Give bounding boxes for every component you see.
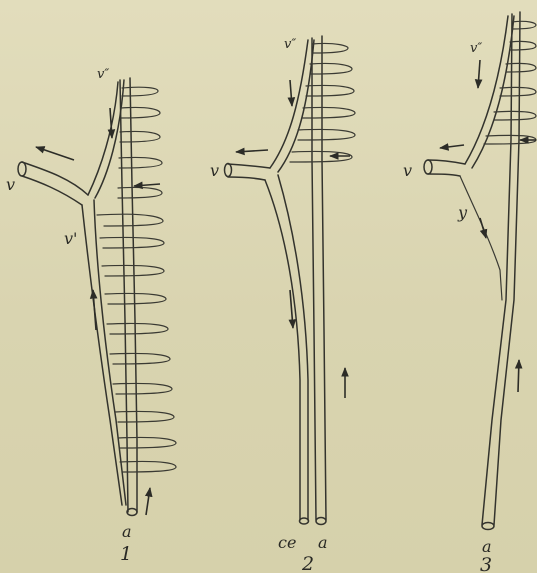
fig2-vein-outlet-top bbox=[228, 164, 270, 168]
fig2-vein-double-prime bbox=[270, 40, 308, 168]
fig3-arrow-artery-up bbox=[518, 360, 519, 392]
fig3-label-y: y bbox=[457, 203, 468, 222]
fig2-label-v: v bbox=[210, 161, 219, 180]
fig1-arrow-artery-up bbox=[146, 488, 150, 515]
fig2-label-ce: ce bbox=[278, 533, 296, 552]
fig3-arrow-outflow bbox=[440, 145, 464, 148]
figure-3: v v″ y a 3 bbox=[403, 12, 536, 573]
fig1-vein-double-prime bbox=[88, 82, 118, 195]
fig2-vein-opening bbox=[225, 164, 232, 177]
fig1-vein-outlet-bottom bbox=[22, 176, 82, 205]
fig1-label-v-double-prime: v″ bbox=[97, 67, 109, 82]
fig2-arrow-ce-down bbox=[290, 290, 293, 328]
fig1-label-v-prime: v' bbox=[64, 229, 77, 248]
fig1-artery-tube bbox=[120, 80, 128, 512]
fig2-number: 2 bbox=[301, 553, 314, 573]
fig1-vein-prime bbox=[82, 205, 122, 505]
fig2-arrow-outflow bbox=[236, 150, 268, 152]
fig2-ce-opening bbox=[300, 518, 309, 524]
figure-1: v v' v″ a 1 bbox=[6, 67, 176, 565]
fig3-y-vessel bbox=[460, 176, 502, 300]
fig1-arrow-up bbox=[93, 290, 96, 330]
fig1-number: 1 bbox=[120, 543, 132, 565]
fig3-arrow-down bbox=[478, 60, 480, 88]
fig2-arrow-down bbox=[290, 80, 292, 106]
fig2-artery-tube-inner bbox=[322, 36, 326, 520]
fig2-ce-vessel-inner bbox=[278, 175, 308, 520]
fig2-artery-opening bbox=[316, 518, 326, 525]
fig2-ce-vessel bbox=[265, 180, 300, 520]
fig2-label-a: a bbox=[318, 533, 328, 552]
fig1-label-v: v bbox=[6, 175, 15, 194]
fig3-number: 3 bbox=[480, 554, 492, 573]
figure-2: v v″ ce a 2 bbox=[210, 36, 355, 573]
fig3-artery-tube bbox=[482, 14, 512, 525]
fig3-arrow-y-double bbox=[480, 218, 486, 238]
fig2-vein-outlet-bottom bbox=[228, 177, 265, 180]
fig3-label-v-double-prime: v″ bbox=[470, 41, 482, 56]
fig1-arrow-loop bbox=[134, 184, 160, 186]
fig2-artery-tube bbox=[312, 38, 316, 520]
fig3-vein-outlet-top bbox=[428, 160, 465, 164]
fig1-label-a: a bbox=[122, 522, 132, 541]
fig1-artery-tube-inner bbox=[130, 78, 137, 512]
fig2-label-v-double-prime: v″ bbox=[284, 37, 296, 52]
fig3-vein-outlet-bottom bbox=[428, 174, 460, 176]
fig1-arrow-outflow bbox=[36, 147, 74, 160]
fig1-vein-prime-inner bbox=[94, 200, 126, 505]
fig3-artery-opening bbox=[482, 523, 494, 530]
fig3-vein-opening bbox=[424, 160, 432, 174]
fig3-label-v: v bbox=[403, 161, 412, 180]
fig1-vein-opening bbox=[18, 162, 26, 176]
